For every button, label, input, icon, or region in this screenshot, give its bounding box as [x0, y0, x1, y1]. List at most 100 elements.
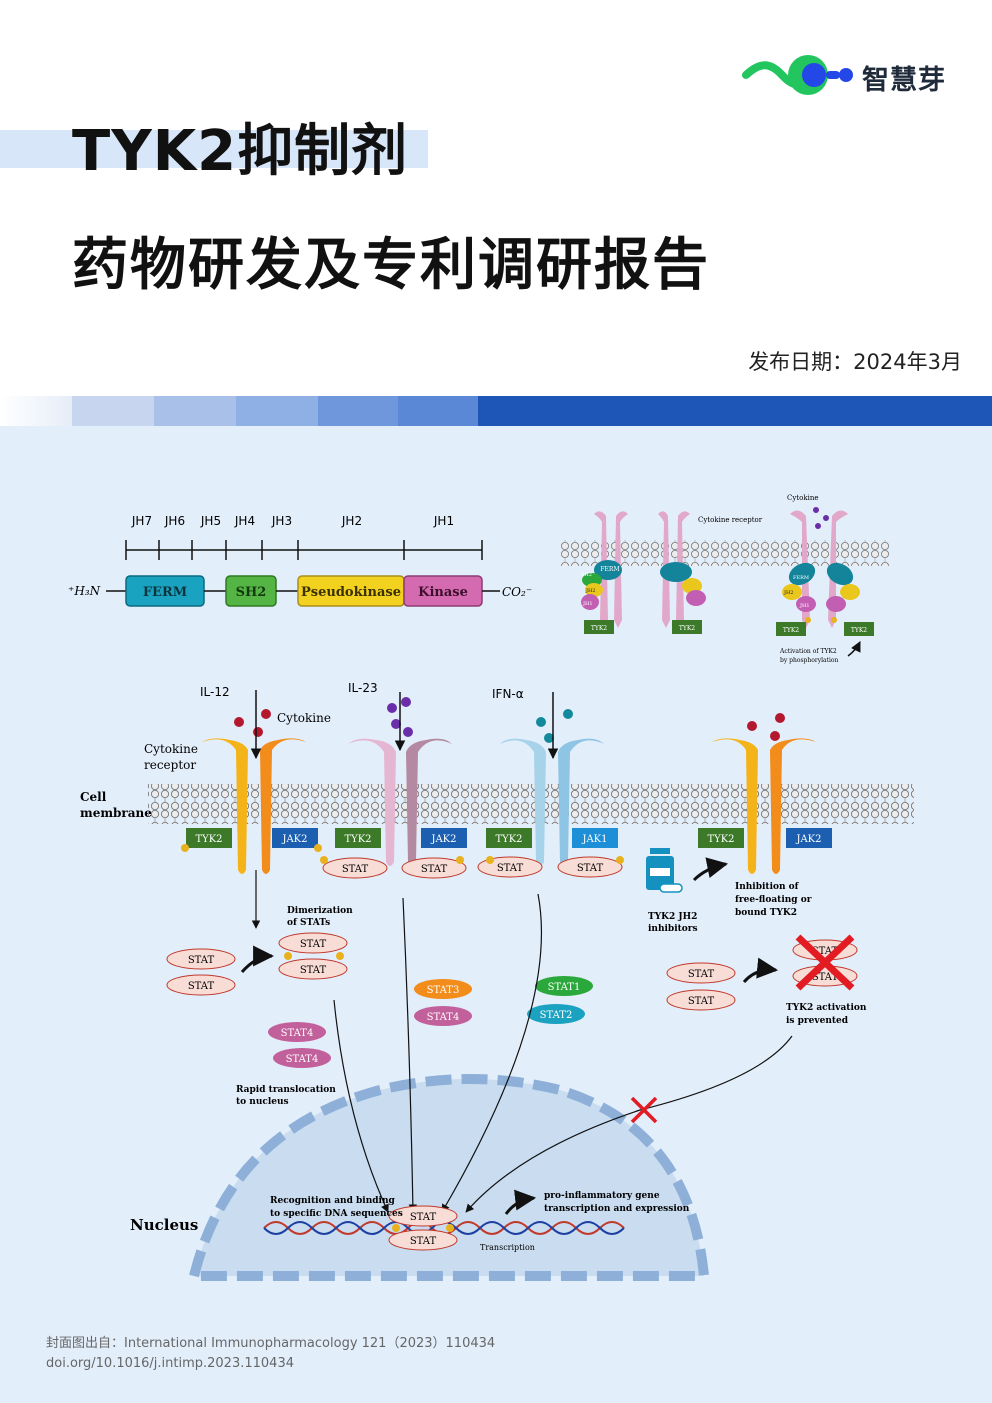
kinase-box-7-label: TYK2	[707, 834, 734, 845]
cell-membrane-label-2: membrane	[80, 806, 152, 820]
stat-r1: STAT	[688, 969, 715, 980]
dimerization-line2: of STATs	[287, 918, 330, 928]
jh5-label: JH5	[200, 514, 221, 528]
cell-membrane-label-1: Cell	[80, 790, 107, 804]
kinase-box-3-label: TYK2	[344, 834, 371, 845]
kinase-box-3	[335, 828, 381, 848]
title-highlight-bar	[0, 130, 428, 168]
report-title-line1: TYK2抑制剂	[72, 119, 409, 184]
figure-source-note: 封面图出自：International Immunopharmacology 1…	[46, 1334, 495, 1374]
jh-scale	[125, 540, 483, 560]
jh1-label: JH1	[433, 514, 454, 528]
prevented-cross-icon	[795, 934, 855, 991]
ifn-receptor	[500, 738, 604, 866]
stat-l1: STAT	[188, 955, 215, 966]
source-line1: 封面图出自：International Immunopharmacology 1…	[46, 1336, 496, 1351]
stat-nucleus-1: STAT	[410, 1212, 437, 1223]
stat-dimer-2: STAT	[300, 965, 327, 976]
ifn-label: IFN-α	[492, 687, 524, 701]
inset-jh2-label: JH2	[585, 588, 596, 594]
jh4-label: JH4	[234, 514, 255, 528]
inhibitor-line2: inhibitors	[648, 924, 698, 934]
inset-cytokine-receptor-label: Cytokine receptor	[698, 516, 763, 524]
proinflam-line2: transcription and expression	[544, 1204, 690, 1214]
il23-receptor	[348, 738, 452, 866]
stat-r-dimer-1: STAT	[812, 946, 839, 957]
kinase-box-7	[698, 828, 744, 848]
kinase-box-2	[272, 828, 318, 848]
inset-cytokine-label: Cytokine	[787, 494, 818, 502]
blocked-path-cross-icon	[630, 1096, 658, 1124]
gradient-stripe	[0, 396, 992, 426]
inhibitor-line1: TYK2 JH2	[648, 912, 697, 922]
inset-jh2-label-2: JH2	[783, 590, 794, 596]
jh2-label: JH2	[341, 514, 362, 528]
stat-m4: STAT	[577, 863, 604, 874]
inhibition-line3: bound TYK2	[735, 908, 797, 918]
stat-m3: STAT	[497, 863, 524, 874]
inset-ferm-label: FERM	[600, 566, 619, 573]
kinase-box-4-label: JAK2	[430, 834, 456, 845]
inset-tyk2-4: TYK2	[851, 627, 867, 634]
jh7-label: JH7	[131, 514, 152, 528]
stat4-label-a: STAT4	[427, 1012, 460, 1023]
inset-jh1-label-2: JH1	[799, 603, 810, 609]
jh3-label: JH3	[271, 514, 292, 528]
inset-tyk2-1: TYK2	[591, 625, 607, 632]
kinase-label: Kinase	[418, 585, 468, 600]
stat-m1: STAT	[342, 864, 369, 875]
kinase-box-6	[572, 828, 618, 848]
inset-jh1-label: JH1	[582, 601, 593, 607]
stat4-label-c: STAT4	[286, 1054, 319, 1065]
stat-nucleus-2: STAT	[410, 1236, 437, 1247]
kinase-box-8	[786, 828, 832, 848]
stat2-label: STAT2	[540, 1010, 573, 1021]
publish-date: 发布日期：2024年3月	[748, 350, 962, 374]
stat1-label: STAT1	[548, 982, 581, 993]
kinase-box-1-label: TYK2	[195, 834, 222, 845]
membrane-stats: STAT STAT STAT STAT	[320, 856, 624, 879]
inset-sh2-label: SH2	[581, 572, 592, 578]
dimerization-line1: Dimerization	[287, 906, 353, 916]
tyk2-jh2-inhibitor-icon	[646, 848, 683, 893]
recognition-line2: to specific DNA sequences	[270, 1209, 403, 1219]
rapid-line2: to nucleus	[236, 1097, 289, 1107]
recognition-line1: Recognition and binding	[270, 1196, 396, 1206]
c-terminus-label: CO₂⁻	[502, 585, 532, 599]
inhibited-receptor	[712, 738, 816, 874]
inset-tyk2-2: TYK2	[679, 625, 695, 632]
kinase-box-8-label: JAK2	[795, 834, 821, 845]
inset-activation-line2: by phosphorylation	[780, 657, 839, 664]
tyk2-pathway-diagram: JH7 JH6 JH5 JH4 JH3 JH2 JH1 ⁺H₃N FERM SH…	[68, 494, 914, 1281]
pseudokinase-label: Pseudokinase	[301, 585, 401, 600]
stat-l2: STAT	[188, 981, 215, 992]
jh6-label: JH6	[164, 514, 185, 528]
stat-m2: STAT	[421, 864, 448, 875]
cytokine-receptor-label-2: receptor	[144, 758, 196, 772]
stat-dimer-1: STAT	[300, 939, 327, 950]
report-title-line2: 药物研发及专利调研报告	[72, 233, 710, 298]
cytokine-receptor-label-1: Cytokine	[144, 742, 198, 756]
stat-r-dimer-2: STAT	[812, 972, 839, 983]
il12-receptor	[202, 738, 306, 874]
kinase-box-4	[421, 828, 467, 848]
inset-ferm-label-2: FERM	[793, 575, 809, 581]
il23-label: IL-23	[348, 681, 378, 695]
ferm-label: FERM	[143, 585, 187, 600]
stat4-label-b: STAT4	[281, 1028, 314, 1039]
kinase-box-5	[486, 828, 532, 848]
kinase-box-2-label: JAK2	[281, 834, 307, 845]
inhibition-line2: free-floating or	[735, 895, 812, 905]
cytokine-label: Cytokine	[277, 711, 331, 725]
kinase-box-6-label: JAK1	[581, 834, 607, 845]
rapid-line1: Rapid translocation	[236, 1085, 336, 1095]
brand-logo-icon	[742, 55, 853, 95]
prevented-line2: is prevented	[786, 1016, 849, 1026]
kinase-box-1	[186, 828, 232, 848]
stat3-label: STAT3	[427, 985, 460, 996]
stat-r2: STAT	[688, 996, 715, 1007]
brand-logo-text: 智慧芽	[862, 65, 946, 96]
sh2-label: SH2	[236, 585, 267, 600]
activation-inset: FERM SH2 JH2 JH1 Cytokine receptor Cytok…	[560, 494, 890, 664]
kinase-box-5-label: TYK2	[495, 834, 522, 845]
